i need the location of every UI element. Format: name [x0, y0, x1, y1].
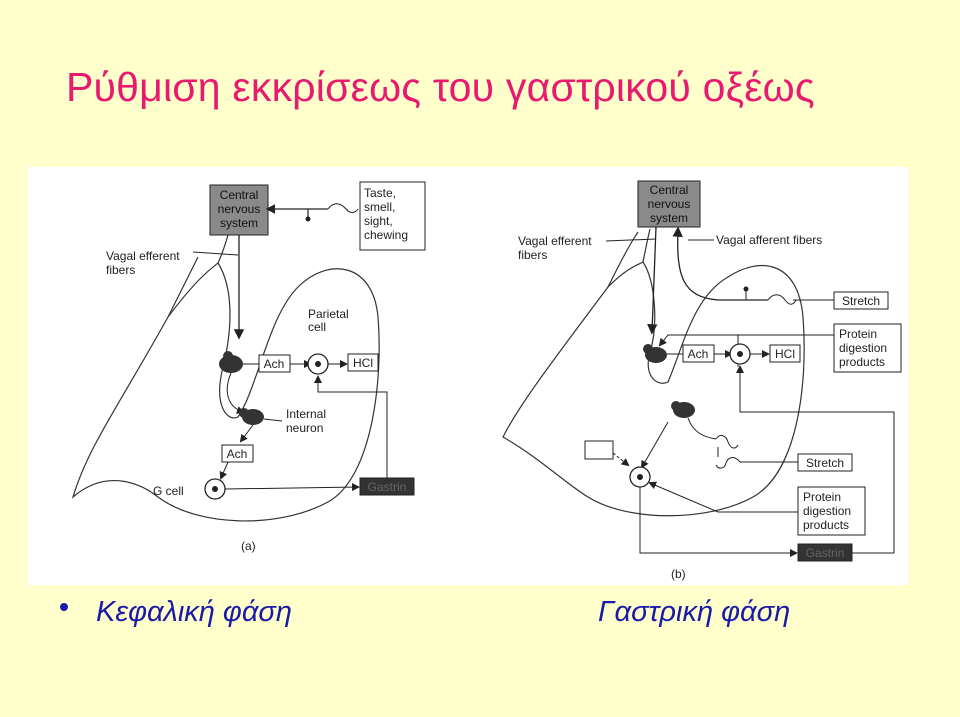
- internal-line2: neuron: [286, 421, 323, 435]
- hcl-a-label: HCl: [353, 356, 373, 370]
- protein-b2-line3: products: [803, 518, 849, 532]
- ach-a1-label: Ach: [264, 357, 285, 371]
- cns-box-b: [637, 180, 701, 228]
- taste-line4: chewing: [364, 228, 408, 242]
- cns-a-line2: nervous: [218, 202, 261, 216]
- panel-a: [71, 234, 380, 522]
- caption-b: (b): [671, 567, 686, 581]
- diagram-panel: Central nervous system Taste, smell, sig…: [28, 167, 908, 585]
- caption-a: (a): [241, 539, 256, 553]
- protein-b1-line1: Protein: [839, 327, 877, 341]
- ach-b-label: Ach: [688, 347, 709, 361]
- vagal-eff-b-line2: fibers: [518, 248, 547, 262]
- stomach-outline-b: [502, 261, 805, 517]
- cns-b-line1: Central: [650, 183, 689, 197]
- taste-line3: sight,: [364, 214, 393, 228]
- gastric-acid-diagram: Central nervous system Taste, smell, sig…: [71, 180, 902, 581]
- taste-line1: Taste,: [364, 186, 396, 200]
- vagal-a-line1: Vagal efferent: [106, 249, 180, 263]
- taste-line2: smell,: [364, 200, 395, 214]
- ach-box-a2: [221, 444, 254, 463]
- protein-b2-line2: digestion: [803, 504, 851, 518]
- hcl-b-label: HCl: [775, 347, 795, 361]
- gcell-label: G cell: [153, 484, 184, 498]
- empty-box-b: [584, 440, 614, 460]
- caption-cephalic: Κεφαλική φάση: [96, 596, 292, 628]
- cns-a-line3: system: [220, 216, 258, 230]
- gastrin-b-label: Gastrin: [806, 546, 845, 560]
- cns-a-line1: Central: [220, 188, 259, 202]
- stretch-b2-label: Stretch: [806, 456, 844, 470]
- cns-b-line3: system: [650, 211, 688, 225]
- protein-box-b1: [833, 323, 902, 373]
- vagal-eff-b-line1: Vagal efferent: [518, 234, 592, 248]
- protein-b1-line2: digestion: [839, 341, 887, 355]
- vagal-aff-label: Vagal afferent fibers: [716, 233, 822, 247]
- gastrin-a-label: Gastrin: [368, 480, 407, 494]
- bullet-icon: [60, 603, 68, 611]
- stretch-b1-label: Stretch: [842, 294, 880, 308]
- cns-b-line2: nervous: [648, 197, 691, 211]
- taste-box: [359, 181, 426, 251]
- protein-box-b2: [797, 486, 866, 536]
- hcl-box-a: [347, 353, 379, 372]
- slide-title: Ρύθμιση εκκρίσεως του γαστρικού οξέως: [66, 64, 815, 110]
- internal-line1: Internal: [286, 407, 326, 421]
- protein-b1-line3: products: [839, 355, 885, 369]
- caption-gastric: Γαστρική φάση: [598, 596, 791, 628]
- protein-b2-line1: Protein: [803, 490, 841, 504]
- ach-a2-label: Ach: [227, 447, 248, 461]
- hcl-box-b: [769, 344, 801, 363]
- vagal-a-line2: fibers: [106, 263, 135, 277]
- panel-b: [502, 228, 805, 517]
- parietal-line2: cell: [308, 320, 326, 334]
- parietal-line1: Parietal: [308, 307, 349, 321]
- stomach-outline-a: [71, 262, 380, 522]
